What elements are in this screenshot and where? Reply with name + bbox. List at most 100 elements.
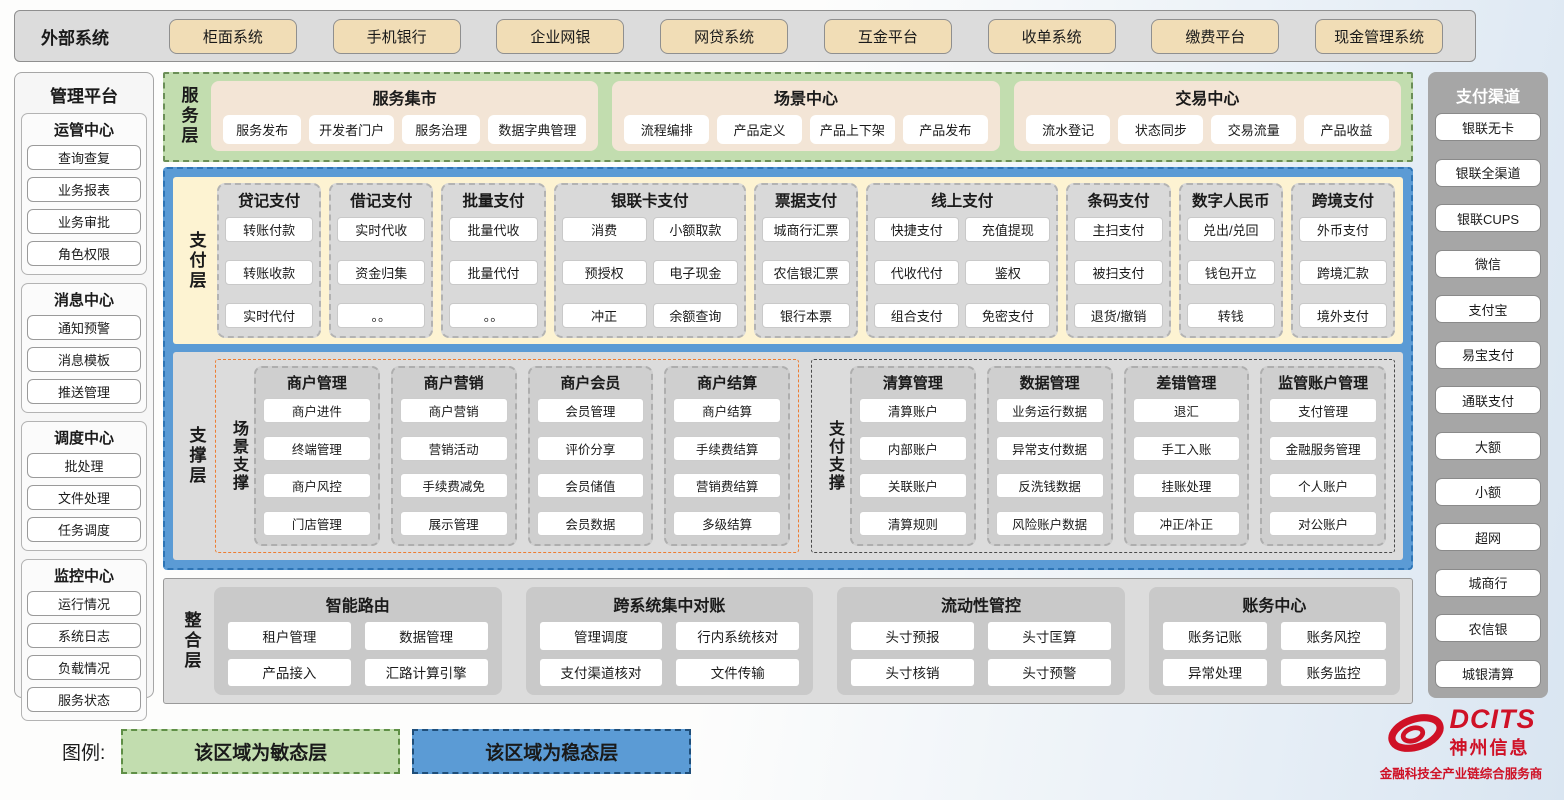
management-module-box: 负载情况 bbox=[27, 655, 141, 680]
service-module-box: 产品定义 bbox=[717, 115, 802, 144]
payment-category-title: 批量支付 bbox=[462, 193, 525, 210]
payment-module-box: 批量代付 bbox=[449, 260, 538, 285]
management-group-title: 监控中心 bbox=[53, 568, 114, 585]
payment-layer-label: 支付层 bbox=[186, 230, 206, 291]
integration-module-box: 头寸核销 bbox=[851, 658, 974, 686]
management-module-box: 文件处理 bbox=[27, 485, 141, 510]
payment-category: 银联卡支付 消费小额取款预授权电子现金冲正余额查询 bbox=[553, 183, 746, 338]
payment-channel-box: 支付宝 bbox=[1435, 295, 1541, 324]
payment-module-box: 实时代付 bbox=[225, 303, 314, 328]
management-group-items: 批处理文件处理任务调度 bbox=[27, 453, 141, 542]
support-category: 清算管理 清算账户内部账户关联账户清算规则 bbox=[850, 366, 976, 546]
support-section-label: 场景支撑 bbox=[230, 420, 247, 492]
support-module-box: 会员储值 bbox=[536, 473, 645, 499]
support-category: 商户营销 商户营销营销活动手续费减免展示管理 bbox=[390, 366, 517, 546]
support-module-box: 关联账户 bbox=[859, 473, 967, 499]
integration-group: 账务中心 账务记账账务风控异常处理账务监控 bbox=[1148, 587, 1400, 695]
management-group-title: 消息中心 bbox=[53, 292, 114, 309]
external-system-box: 手机银行 bbox=[332, 18, 461, 54]
integration-group-items: 头寸预报头寸匡算头寸核销头寸预警 bbox=[851, 622, 1111, 686]
management-module-box: 任务调度 bbox=[27, 517, 141, 542]
support-category: 差错管理 退汇手工入账挂账处理冲正/补正 bbox=[1123, 366, 1250, 546]
support-category-items: 业务运行数据异常支付数据反洗钱数据风险账户数据 bbox=[995, 398, 1104, 536]
external-system-box: 缴费平台 bbox=[1151, 18, 1280, 54]
support-category-title: 差错管理 bbox=[1156, 375, 1217, 392]
integration-module-box: 异常处理 bbox=[1162, 658, 1268, 686]
service-group-items: 流水登记状态同步交易流量产品收益 bbox=[1025, 115, 1389, 144]
management-module-box: 业务报表 bbox=[27, 177, 141, 202]
payment-module-box: 代收代付 bbox=[874, 260, 960, 285]
management-group-items: 通知预警消息模板推送管理 bbox=[27, 315, 141, 404]
payment-module-box: 外币支付 bbox=[1298, 217, 1388, 242]
service-group-items: 服务发布开发者门户服务治理数据字典管理 bbox=[223, 115, 587, 144]
integration-layer: 整合层 智能路由 租户管理数据管理产品接入汇路计算引擎 跨系统集中对账 管理调度… bbox=[163, 578, 1413, 704]
integration-group-title: 流动性管控 bbox=[940, 598, 1021, 615]
support-module-box: 商户结算 bbox=[673, 398, 781, 423]
support-category-items: 退汇手工入账挂账处理冲正/补正 bbox=[1132, 398, 1241, 536]
support-module-box: 清算规则 bbox=[859, 510, 967, 536]
integration-module-box: 头寸预警 bbox=[987, 658, 1111, 686]
support-module-box: 清算账户 bbox=[859, 398, 967, 423]
service-group-title: 交易中心 bbox=[1175, 91, 1240, 108]
external-systems-bar: 外部系统 柜面系统手机银行企业网银网贷系统互金平台收单系统缴费平台现金管理系统 bbox=[14, 10, 1476, 62]
payment-module-box: 小额取款 bbox=[652, 217, 738, 242]
payment-channel-box: 城商行 bbox=[1435, 568, 1541, 597]
support-category-title: 商户营销 bbox=[423, 375, 484, 392]
service-group: 交易中心 流水登记状态同步交易流量产品收益 bbox=[1013, 81, 1401, 151]
support-category-items: 会员管理评价分享会员储值会员数据 bbox=[536, 398, 645, 536]
payment-category-items: 批量代收批量代付。。 bbox=[449, 217, 538, 328]
integration-module-box: 租户管理 bbox=[228, 622, 351, 650]
support-module-box: 营销活动 bbox=[399, 435, 508, 461]
integration-layer-label: 整合层 bbox=[181, 611, 201, 671]
payment-category-items: 消费小额取款预授权电子现金冲正余额查询 bbox=[561, 217, 738, 328]
support-module-box: 反洗钱数据 bbox=[995, 473, 1104, 499]
integration-module-box: 数据管理 bbox=[364, 622, 488, 650]
payment-channel-box: 微信 bbox=[1435, 249, 1541, 278]
management-group: 调度中心 批处理文件处理任务调度 bbox=[21, 421, 147, 551]
payment-module-box: 城商行汇票 bbox=[761, 217, 851, 242]
payment-category: 线上支付 快捷支付充值提现代收代付鉴权组合支付免密支付 bbox=[866, 183, 1059, 338]
payment-category-title: 票据支付 bbox=[775, 193, 838, 210]
support-module-box: 金融服务管理 bbox=[1269, 435, 1377, 461]
payment-category-title: 贷记支付 bbox=[238, 193, 301, 210]
service-module-box: 交易流量 bbox=[1211, 115, 1297, 144]
payment-category-items: 实时代收资金归集。。 bbox=[337, 217, 426, 328]
support-module-box: 冲正/补正 bbox=[1132, 510, 1241, 536]
support-module-box: 商户营销 bbox=[399, 398, 508, 423]
payment-module-box: 快捷支付 bbox=[874, 217, 960, 242]
support-module-box: 手续费结算 bbox=[673, 435, 781, 461]
service-group-title: 服务集市 bbox=[372, 91, 437, 108]
support-module-box: 终端管理 bbox=[263, 435, 371, 461]
dcits-tagline: 金融科技全产业链综合服务商 bbox=[1379, 767, 1543, 781]
payment-module-box: 被扫支付 bbox=[1074, 260, 1163, 285]
dcits-logo-text: DCITS 神州信息 bbox=[1450, 706, 1536, 760]
management-module-box: 角色权限 bbox=[27, 241, 141, 266]
service-module-box: 产品上下架 bbox=[809, 115, 895, 144]
integration-group: 跨系统集中对账 管理调度行内系统核对支付渠道核对文件传输 bbox=[525, 587, 814, 695]
support-module-box: 内部账户 bbox=[859, 435, 967, 461]
support-module-box: 对公账户 bbox=[1269, 510, 1377, 536]
service-module-box: 流水登记 bbox=[1025, 115, 1111, 144]
support-module-box: 商户风控 bbox=[263, 473, 371, 499]
service-module-box: 开发者门户 bbox=[309, 115, 395, 144]
support-category-title: 清算管理 bbox=[882, 375, 943, 392]
integration-group-title: 跨系统集中对账 bbox=[613, 598, 726, 615]
integration-groups: 智能路由 租户管理数据管理产品接入汇路计算引擎 跨系统集中对账 管理调度行内系统… bbox=[214, 587, 1400, 695]
integration-module-box: 支付渠道核对 bbox=[539, 658, 663, 686]
support-module-box: 手续费减免 bbox=[399, 473, 508, 499]
payment-category-items: 城商行汇票农信银汇票银行本票 bbox=[761, 217, 851, 328]
support-module-box: 门店管理 bbox=[263, 510, 371, 536]
service-layer: 服务层 服务集市 服务发布开发者门户服务治理数据字典管理 场景中心 流程编排产品… bbox=[163, 72, 1413, 162]
management-module-box: 推送管理 bbox=[27, 379, 141, 404]
management-module-box: 系统日志 bbox=[27, 623, 141, 648]
integration-module-box: 管理调度 bbox=[539, 622, 663, 650]
management-module-box: 消息模板 bbox=[27, 347, 141, 372]
dcits-swirl-icon bbox=[1387, 714, 1444, 752]
payment-module-box: 实时代收 bbox=[337, 217, 426, 242]
payment-module-box: 境外支付 bbox=[1298, 303, 1388, 328]
support-category: 监管账户管理 支付管理金融服务管理个人账户对公账户 bbox=[1260, 366, 1386, 546]
payment-channel-box: 小额 bbox=[1435, 477, 1541, 506]
payment-category: 贷记支付 转账付款转账收款实时代付 bbox=[217, 183, 322, 338]
